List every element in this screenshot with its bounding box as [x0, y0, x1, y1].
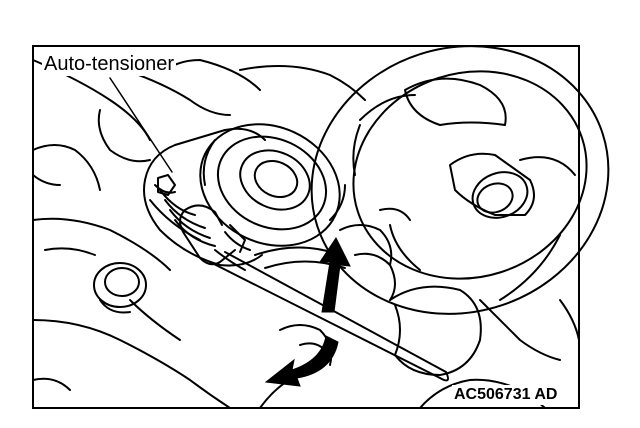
pulley-hub [449, 152, 535, 219]
figure-code: AC506731 AD [452, 385, 560, 405]
up-arrow-icon [319, 237, 351, 313]
curved-arrow-icon [264, 335, 339, 387]
auto-tensioner [143, 127, 266, 267]
figure-frame [32, 45, 580, 409]
wrench-handle [179, 204, 449, 382]
crank-pulley [310, 45, 610, 315]
callout-leader [109, 77, 173, 173]
tensioner-pulley [199, 123, 346, 247]
auto-tensioner-label: Auto-tensioner [42, 52, 177, 76]
bolt-head [93, 262, 147, 314]
